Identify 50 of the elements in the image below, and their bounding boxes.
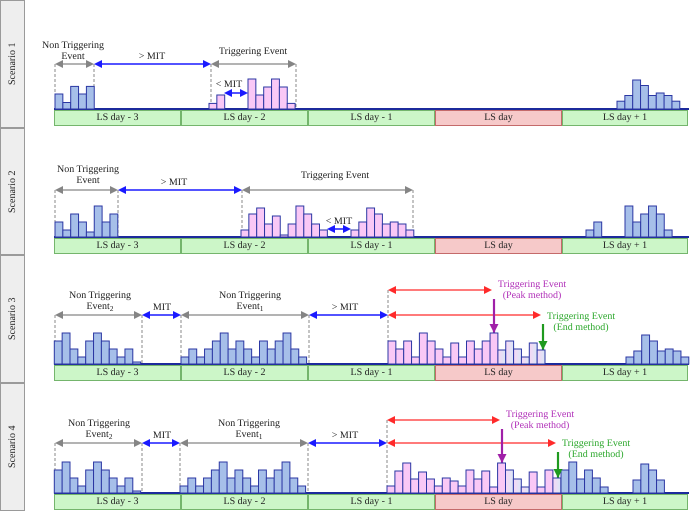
day-segment: LS day - 3 bbox=[54, 110, 181, 126]
pointer-arrow bbox=[554, 452, 562, 478]
histogram bbox=[387, 463, 561, 493]
event-label: Non Triggering Event$_{1}$ bbox=[218, 290, 282, 312]
day-segment: LS day - 3 bbox=[54, 494, 181, 510]
day-segment: LS day - 3 bbox=[54, 365, 181, 381]
day-segment: LS day - 1 bbox=[308, 365, 435, 381]
annotation-label: Triggering Event (Peak method) bbox=[502, 409, 578, 431]
annotation-label: Triggering Event (Peak method) bbox=[494, 279, 570, 301]
annotation-label: Triggering Event (End method) bbox=[543, 311, 619, 333]
event-label: Non Triggering Event bbox=[56, 164, 120, 186]
row-header: Scenario 3 bbox=[0, 255, 25, 383]
day-segment: LS day - 3 bbox=[54, 238, 181, 254]
interval-label: > MIT bbox=[330, 430, 360, 441]
day-segment: LS day - 1 bbox=[308, 494, 435, 510]
day-segment: LS day + 1 bbox=[562, 110, 688, 126]
day-segment: LS day - 2 bbox=[181, 494, 308, 510]
pointer-arrow bbox=[490, 299, 498, 333]
event-label: Non Triggering Event$_{2}$ bbox=[67, 418, 131, 440]
event-label: Non Triggering Event$_{2}$ bbox=[68, 290, 132, 312]
interval-label: < MIT bbox=[214, 79, 244, 90]
interval-label: > MIT bbox=[160, 177, 188, 188]
interval-label: > MIT bbox=[138, 51, 166, 62]
interval-label: > MIT bbox=[330, 302, 360, 313]
interval-label: MIT bbox=[152, 302, 172, 313]
pointer-arrow bbox=[538, 324, 548, 350]
day-segment: LS day + 1 bbox=[562, 238, 688, 254]
day-segment: LS day - 1 bbox=[308, 110, 435, 126]
day-segment: LS day - 2 bbox=[181, 110, 308, 126]
row-header: Scenario 1 bbox=[0, 0, 25, 128]
event-label: Triggering Event bbox=[300, 170, 370, 181]
day-segment: LS day - 1 bbox=[308, 238, 435, 254]
interval-label: MIT bbox=[152, 430, 172, 441]
pointer-arrow bbox=[498, 429, 506, 463]
day-segment: LS day + 1 bbox=[562, 365, 688, 381]
day-segment: LS day bbox=[435, 365, 562, 381]
day-segment: LS day bbox=[435, 494, 562, 510]
day-segment: LS day bbox=[435, 110, 562, 126]
event-label: Non Triggering Event bbox=[41, 40, 105, 62]
day-segment: LS day bbox=[435, 238, 562, 254]
event-label: Non Triggering Event$_{1}$ bbox=[217, 418, 281, 440]
day-segment: LS day - 2 bbox=[181, 238, 308, 254]
histogram bbox=[388, 333, 545, 364]
day-segment: LS day + 1 bbox=[562, 494, 688, 510]
interval-label: < MIT bbox=[324, 216, 354, 227]
row-header: Scenario 2 bbox=[0, 128, 25, 255]
annotation-label: Triggering Event (End method) bbox=[558, 438, 634, 460]
row-header: Scenario 4 bbox=[0, 383, 25, 511]
event-label: Triggering Event bbox=[218, 46, 288, 57]
day-segment: LS day - 2 bbox=[181, 365, 308, 381]
